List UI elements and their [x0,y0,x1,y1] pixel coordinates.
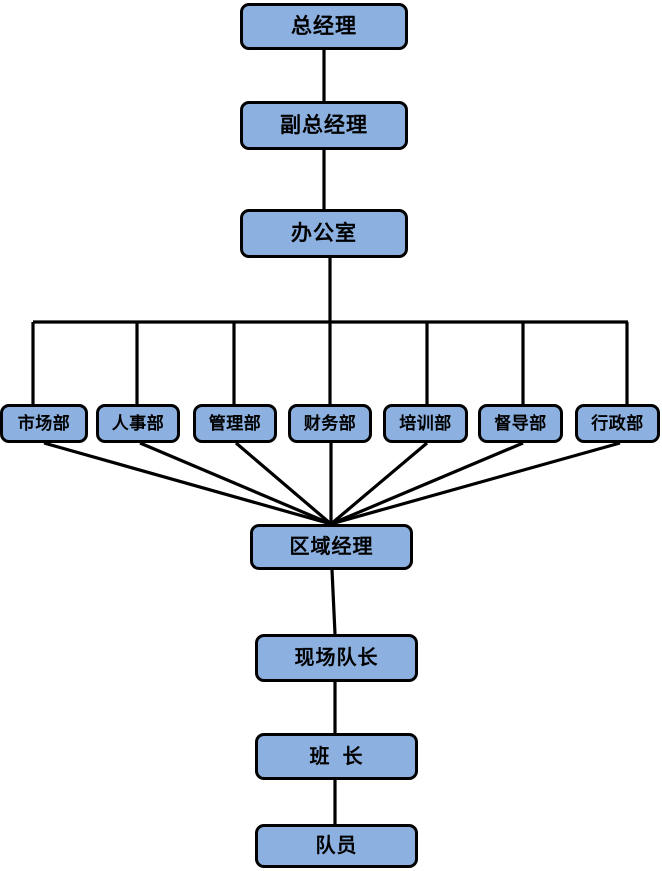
node-office[interactable]: 办公室 [240,209,408,258]
node-department-supervision-label: 督导部 [494,414,547,433]
node-department-management-label: 管理部 [208,414,262,433]
node-team-member-label: 队员 [315,835,358,857]
node-squad-leader[interactable]: 班 长 [255,733,418,780]
node-department-supervision[interactable]: 督导部 [478,404,563,443]
edge-management-to-regional [234,441,333,526]
node-department-market[interactable]: 市场部 [0,404,88,443]
node-general-manager-label: 总经理 [291,14,357,38]
node-office-label: 办公室 [291,221,357,245]
node-deputy-general-manager-label: 副总经理 [280,113,368,137]
node-general-manager[interactable]: 总经理 [240,3,408,50]
node-regional-manager[interactable]: 区域经理 [250,524,413,570]
node-department-hr[interactable]: 人事部 [96,404,180,443]
node-department-finance-label: 财务部 [303,414,357,433]
node-department-training-label: 培训部 [399,414,452,433]
node-department-training[interactable]: 培训部 [383,404,468,443]
node-department-management[interactable]: 管理部 [193,404,277,443]
node-deputy-general-manager[interactable]: 副总经理 [240,101,408,150]
node-squad-leader-label: 班 长 [309,745,364,768]
edge-supervision-to-regional [330,441,524,526]
node-department-hr-label: 人事部 [111,414,165,433]
edge-hr-to-regional [139,441,332,526]
edge-regional-to-captain [330,569,337,635]
node-team-member[interactable]: 队员 [255,824,418,868]
node-department-market-label: 市场部 [17,414,71,433]
edge-training-to-regional [329,441,429,526]
node-regional-manager-label: 区域经理 [289,536,374,558]
node-site-captain[interactable]: 现场队长 [255,634,418,682]
node-site-captain-label: 现场队长 [294,647,379,669]
node-department-administration[interactable]: 行政部 [575,404,660,443]
edge-market-to-regional [43,441,332,526]
node-department-administration-label: 行政部 [591,414,644,433]
node-department-finance[interactable]: 财务部 [288,404,372,443]
edge-administration-to-regional [330,441,621,526]
